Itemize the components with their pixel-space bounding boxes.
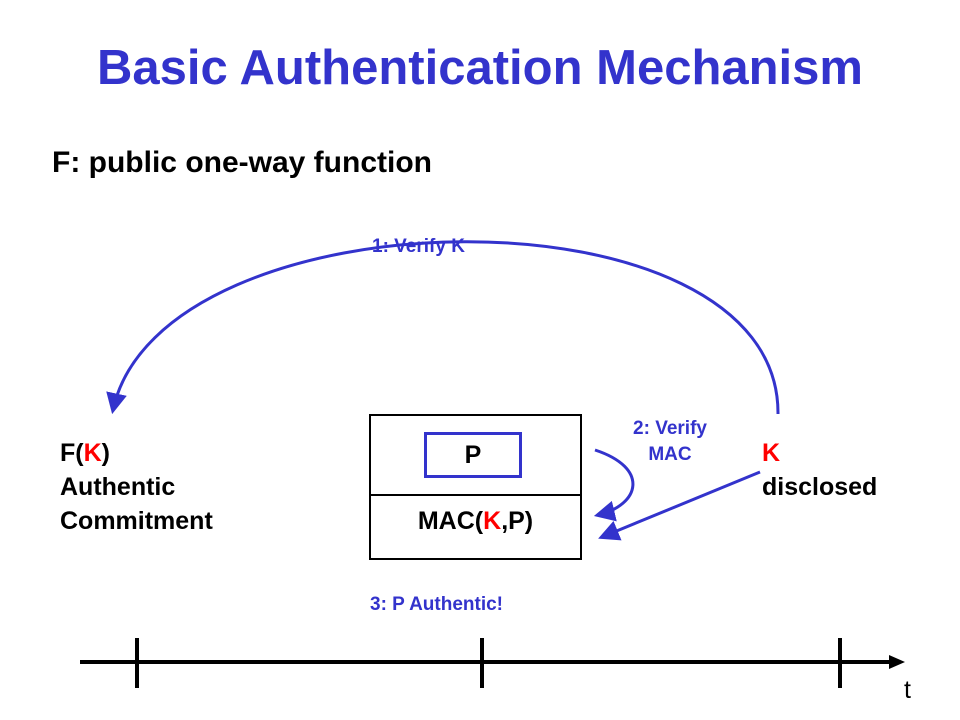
key-disclosed-text: K disclosed xyxy=(762,436,877,504)
verify-mac-arrow xyxy=(593,448,635,522)
timeline xyxy=(80,638,905,688)
timeline-axis-label: t xyxy=(904,676,911,704)
mac-suffix: ,P) xyxy=(501,507,534,535)
timeline-arrowhead xyxy=(889,655,905,669)
verify-k-label: 1: Verify K xyxy=(372,236,465,257)
commitment-formula: F(K) xyxy=(60,436,213,470)
commitment-line2: Authentic xyxy=(60,473,176,501)
mac-prefix: MAC( xyxy=(417,507,484,535)
packet-payload: P xyxy=(464,440,482,469)
p-authentic-label: 3: P Authentic! xyxy=(370,594,504,615)
verify-mac-label: 2: Verify MAC xyxy=(620,418,720,466)
commitment-key: K xyxy=(83,439,102,467)
packet-payload-box: P xyxy=(424,432,522,478)
commitment-f-suffix: ) xyxy=(101,439,110,467)
commitment-f-prefix: F( xyxy=(60,439,84,467)
packet-divider xyxy=(369,494,582,496)
key-to-mac-arrow xyxy=(598,470,761,541)
disclosed-label: disclosed xyxy=(762,473,878,501)
disclosed-key: K xyxy=(762,439,781,467)
verify-mac-label-line2: MAC xyxy=(648,444,692,465)
verify-mac-label-line1: 2: Verify xyxy=(633,418,707,439)
commitment-line3: Commitment xyxy=(60,507,213,535)
packet-box xyxy=(369,414,582,560)
subtitle: F: public one-way function xyxy=(52,146,432,179)
mac-key: K xyxy=(483,507,502,535)
packet-mac: MAC(K,P) xyxy=(369,507,582,536)
commitment-text: F(K) Authentic Commitment xyxy=(60,436,213,538)
page-title: Basic Authentication Mechanism xyxy=(96,41,863,95)
verify-k-arrow xyxy=(106,240,780,415)
